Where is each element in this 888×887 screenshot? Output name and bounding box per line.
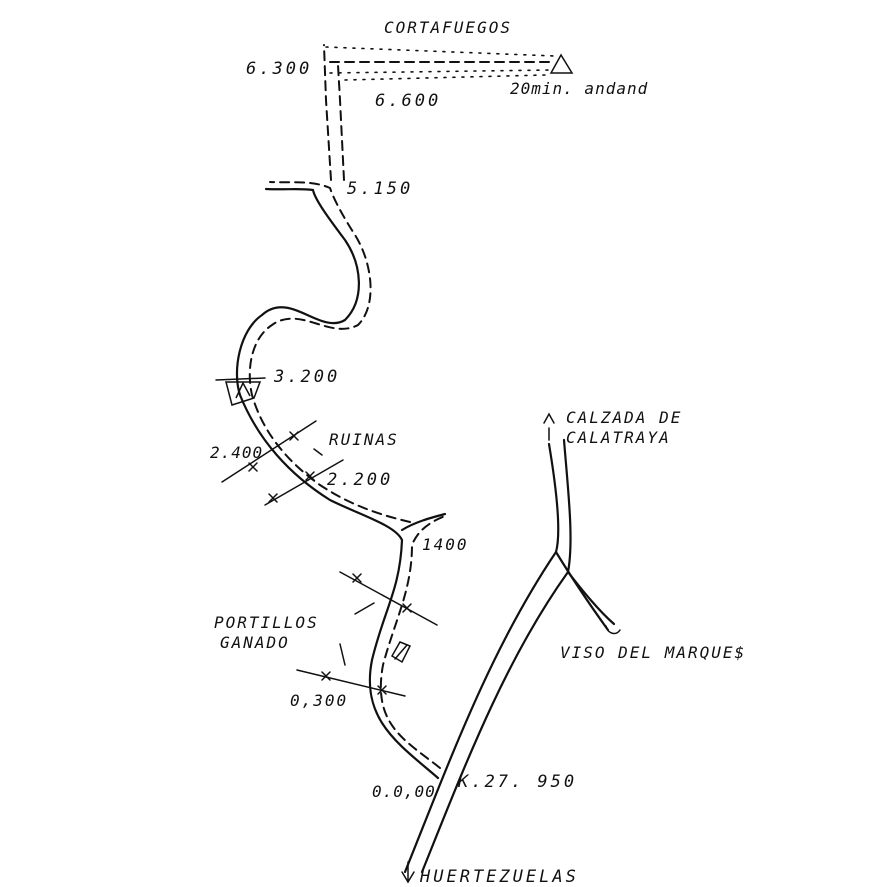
label-viso-del-marques: VISO DEL MARQUE$ [560,643,746,662]
trough-icon [215,377,266,406]
label-km-5150: 5.150 [347,179,413,199]
firebreak-inner [344,74,546,81]
gate-line-portillos-upper [339,571,438,626]
firebreak [325,46,556,81]
label-km-2400: 2.400 [210,443,263,462]
gate-line-2200 [264,459,344,506]
label-km-6300: 6.300 [246,59,312,79]
arrow-icon [401,412,621,884]
square-icon [390,641,412,664]
firebreak-bottom [329,69,551,74]
route-solid-edge [235,187,440,780]
label-portillos-line1: PORTILLOS [214,613,319,632]
gate-crossings [221,420,438,697]
route-track [235,44,447,780]
track-north-right [337,64,345,181]
firebreak-top [325,46,556,57]
viso-branch-left [554,550,610,632]
label-portillos-line2: GANADO [220,633,290,652]
label-km-0300: 0,300 [290,691,348,710]
label-calzada-line1: CALZADA DE [566,408,682,427]
portillos-pointer-upper [354,602,375,615]
portillos-pointer-lower [339,643,346,666]
label-calzada-line2: CALATRAYA [566,428,671,447]
ruins-pointer [313,448,323,456]
main-road [403,438,616,874]
main-road-right-edge [420,438,572,874]
viso-branch-right [566,570,616,626]
label-km-3200: 3.200 [273,367,340,387]
label-walk-note: 20min. andand [510,79,648,98]
branch-1400 [400,512,447,532]
label-km-6600: 6.600 [375,91,441,111]
main-road-left-edge [403,442,560,874]
label-cortafuegos: CORTAFUEGOS [384,18,512,37]
label-huertezuelas: HUERTEZUELAS [419,867,579,887]
cross-mark-icon [248,431,412,695]
label-km-27950: K.27. 950 [457,772,577,792]
gate-line-portillos-lower [296,669,406,697]
label-km-2200: 2.200 [327,470,393,490]
label-km-0000: 0.0,00 [372,782,436,801]
gate-line-2400 [221,420,317,483]
triangle-icon [549,53,574,74]
track-north-left [323,44,332,181]
label-km-1400: 1400 [422,535,469,554]
label-ruinas: RUINAS [329,430,399,449]
